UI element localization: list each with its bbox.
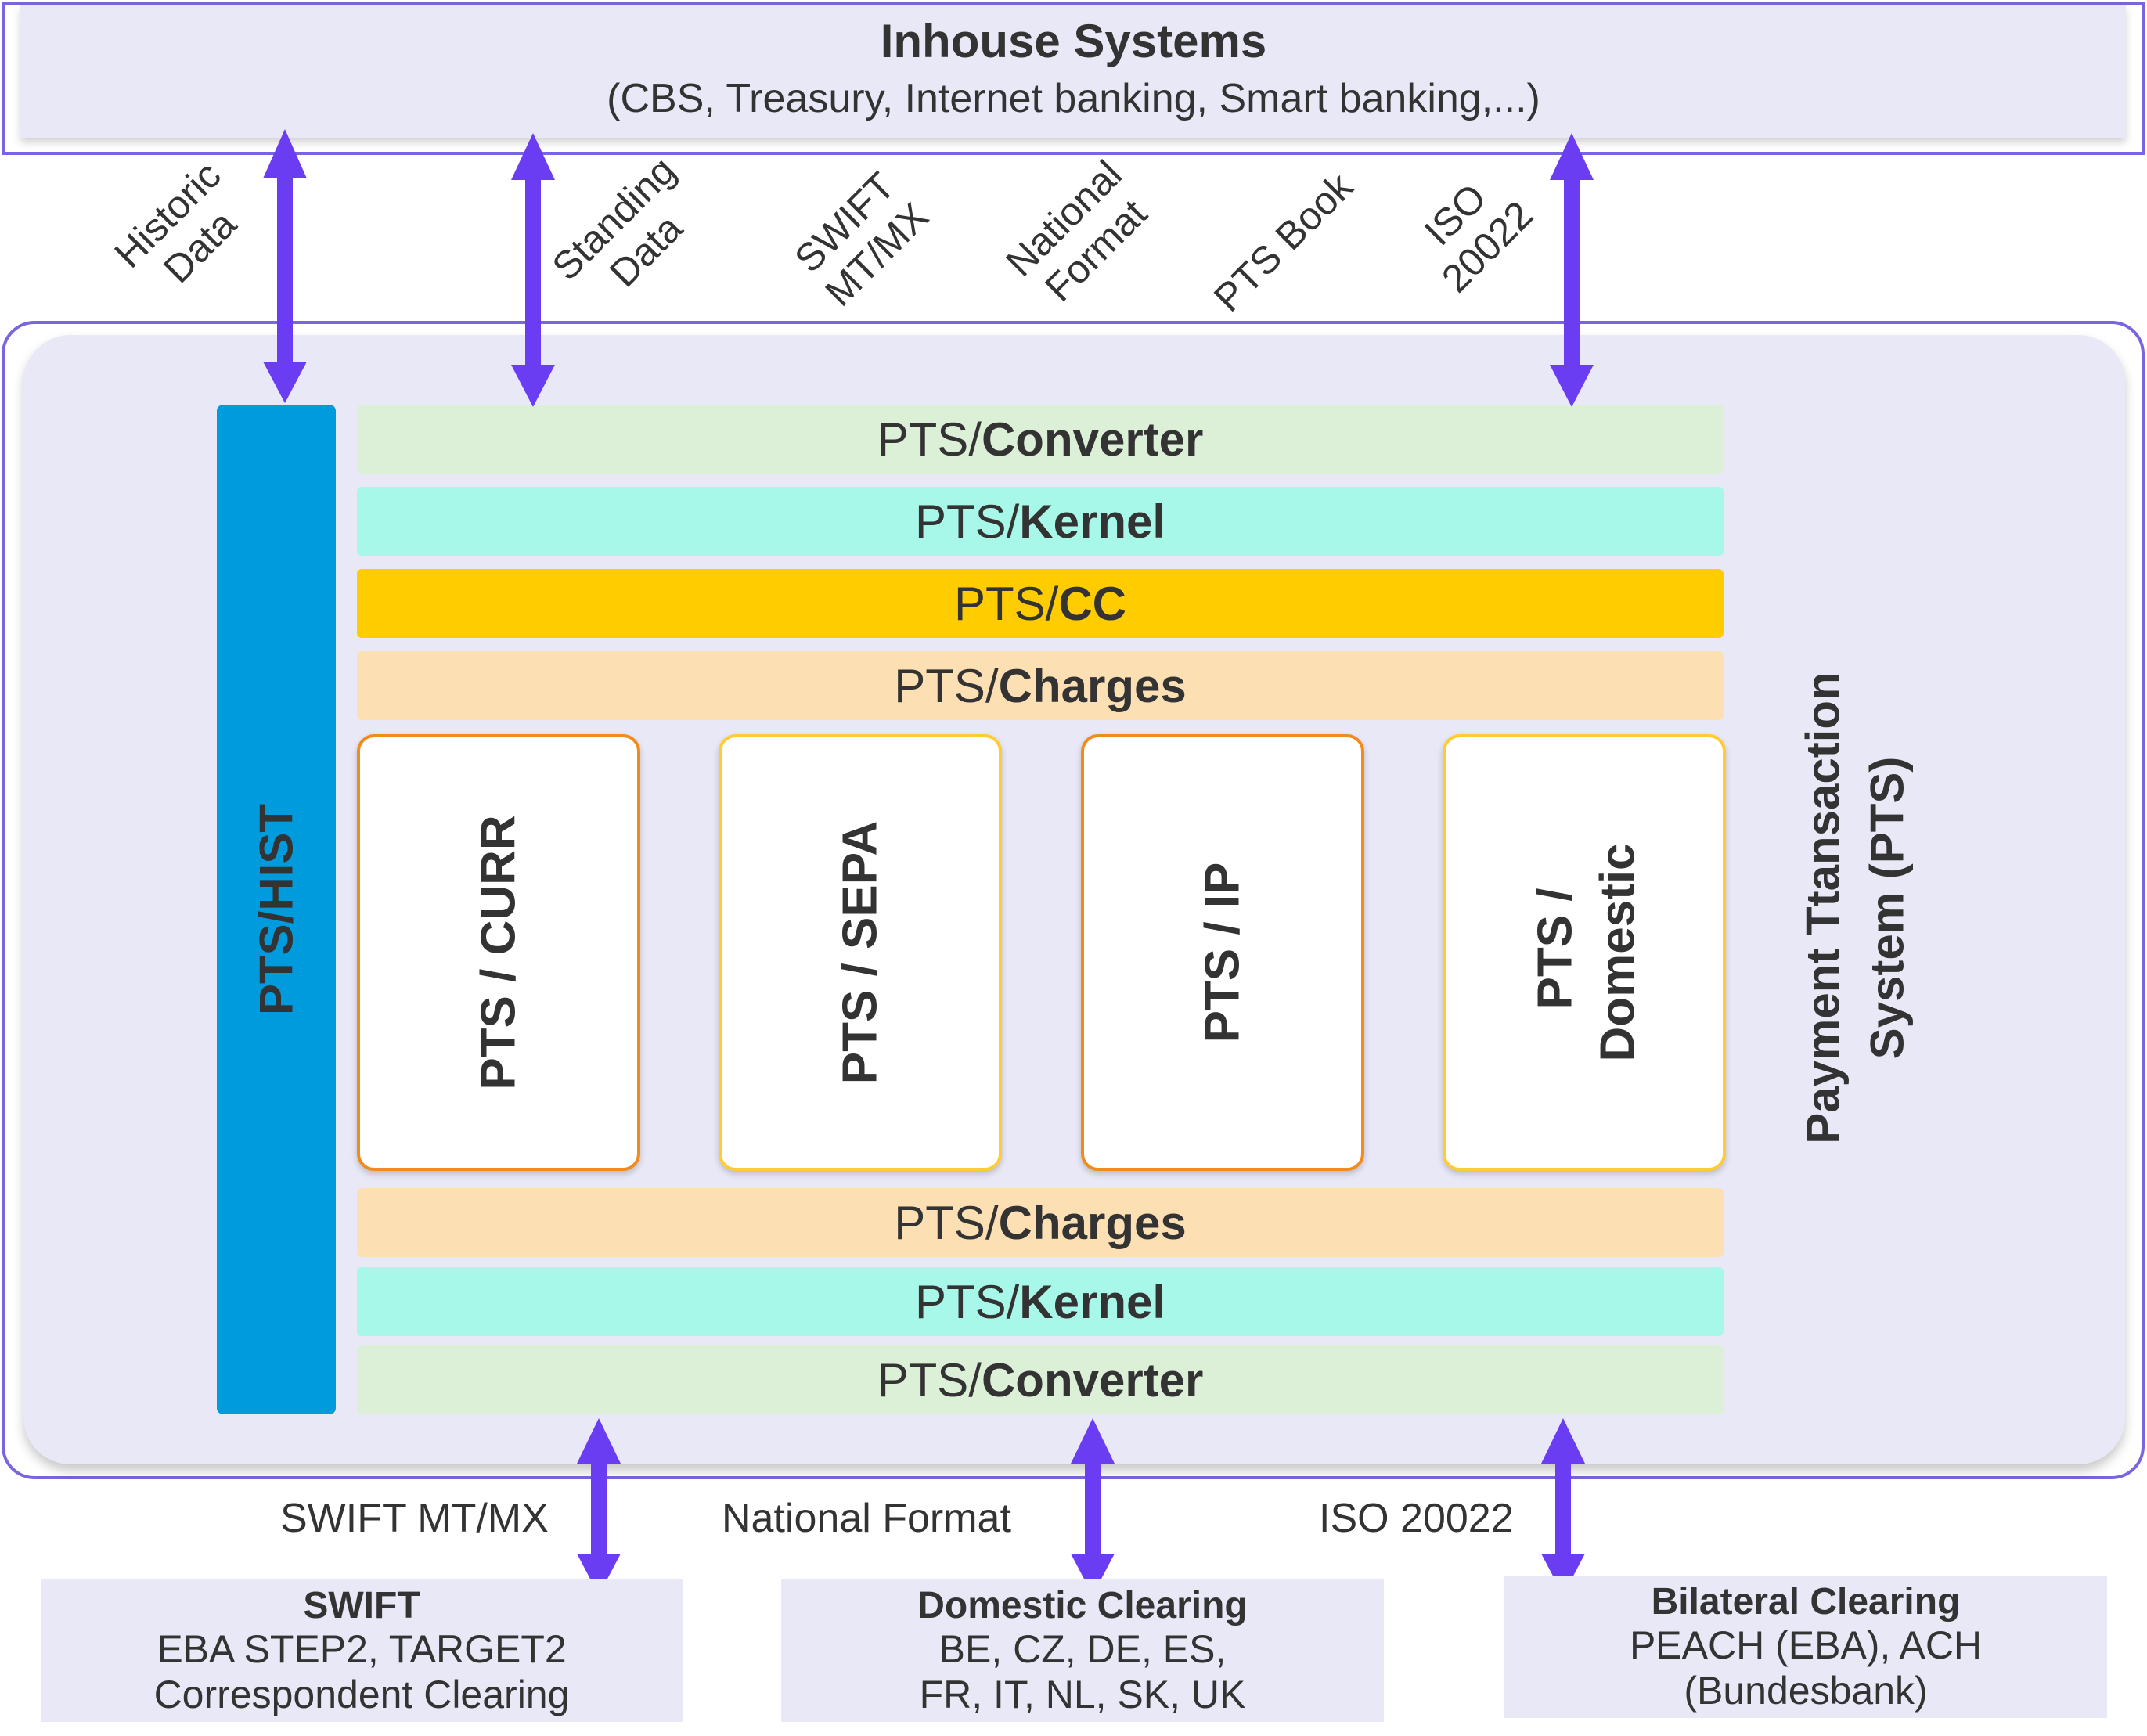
bottom-label-swift: SWIFT MT/MX	[280, 1496, 549, 1541]
layer-prefix: PTS/	[914, 1275, 1020, 1328]
box-line: EBA STEP2, TARGET2	[157, 1627, 567, 1672]
layer-name: Charges	[998, 659, 1187, 712]
layer-prefix: PTS/	[877, 412, 982, 466]
layer-converter-top: PTS/Converter	[357, 405, 1724, 474]
layer-name: Kernel	[1019, 1275, 1166, 1328]
inhouse-title: Inhouse Systems	[880, 15, 1267, 67]
double-arrow-icon	[1541, 1418, 1585, 1595]
layer-name: Charges	[998, 1196, 1187, 1249]
box-line: FR, IT, NL, SK, UK	[919, 1672, 1246, 1716]
layer-name: CC	[1058, 577, 1127, 630]
module-domestic: PTS / Domestic	[1443, 734, 1726, 1171]
box-line: PEACH (EBA), ACH	[1629, 1623, 1983, 1668]
module-sepa: PTS / SEPA	[719, 734, 1002, 1171]
layer-prefix: PTS/	[953, 577, 1059, 630]
box-title: Bilateral Clearing	[1651, 1581, 1961, 1623]
double-arrow-icon	[577, 1418, 621, 1595]
layer-charges-top: PTS/Charges	[357, 651, 1724, 720]
double-arrow-icon	[511, 133, 555, 407]
box-line: (Bundesbank)	[1684, 1668, 1928, 1713]
box-bilateral-clearing: Bilateral Clearing PEACH (EBA), ACH (Bun…	[1504, 1576, 2107, 1718]
box-title: SWIFT	[303, 1585, 420, 1626]
box-line: Correspondent Clearing	[153, 1672, 570, 1716]
double-arrow-icon	[1071, 1418, 1115, 1595]
layer-name: Converter	[981, 412, 1204, 466]
layer-kernel-top: PTS/Kernel	[357, 487, 1724, 556]
layer-name: Kernel	[1019, 495, 1166, 548]
box-line: BE, CZ, DE, ES,	[938, 1627, 1227, 1672]
layer-prefix: PTS/	[877, 1353, 982, 1406]
inhouse-systems-box	[20, 5, 2126, 138]
layer-charges-bottom: PTS/Charges	[357, 1188, 1724, 1257]
box-domestic-clearing: Domestic Clearing BE, CZ, DE, ES, FR, IT…	[781, 1579, 1384, 1722]
hist-bar: PTS/HIST	[217, 405, 336, 1414]
bottom-label-national: National Format	[722, 1496, 1011, 1541]
layer-prefix: PTS/	[894, 1196, 999, 1249]
box-swift: SWIFT EBA STEP2, TARGET2 Correspondent C…	[41, 1579, 683, 1722]
layer-name: Converter	[981, 1353, 1204, 1406]
layer-prefix: PTS/	[894, 659, 999, 712]
layer-kernel-bottom: PTS/Kernel	[357, 1267, 1724, 1336]
bottom-label-iso: ISO 20022	[1319, 1496, 1514, 1541]
layer-prefix: PTS/	[914, 495, 1020, 548]
double-arrow-icon	[263, 129, 307, 403]
box-title: Domestic Clearing	[917, 1585, 1248, 1626]
layer-cc: PTS/CC	[357, 569, 1724, 638]
layer-converter-bottom: PTS/Converter	[357, 1345, 1724, 1414]
inhouse-subtitle: (CBS, Treasury, Internet banking, Smart …	[607, 76, 1540, 121]
double-arrow-icon	[1550, 133, 1594, 407]
module-ip: PTS / IP	[1081, 734, 1364, 1171]
module-curr: PTS / CURR	[357, 734, 640, 1171]
